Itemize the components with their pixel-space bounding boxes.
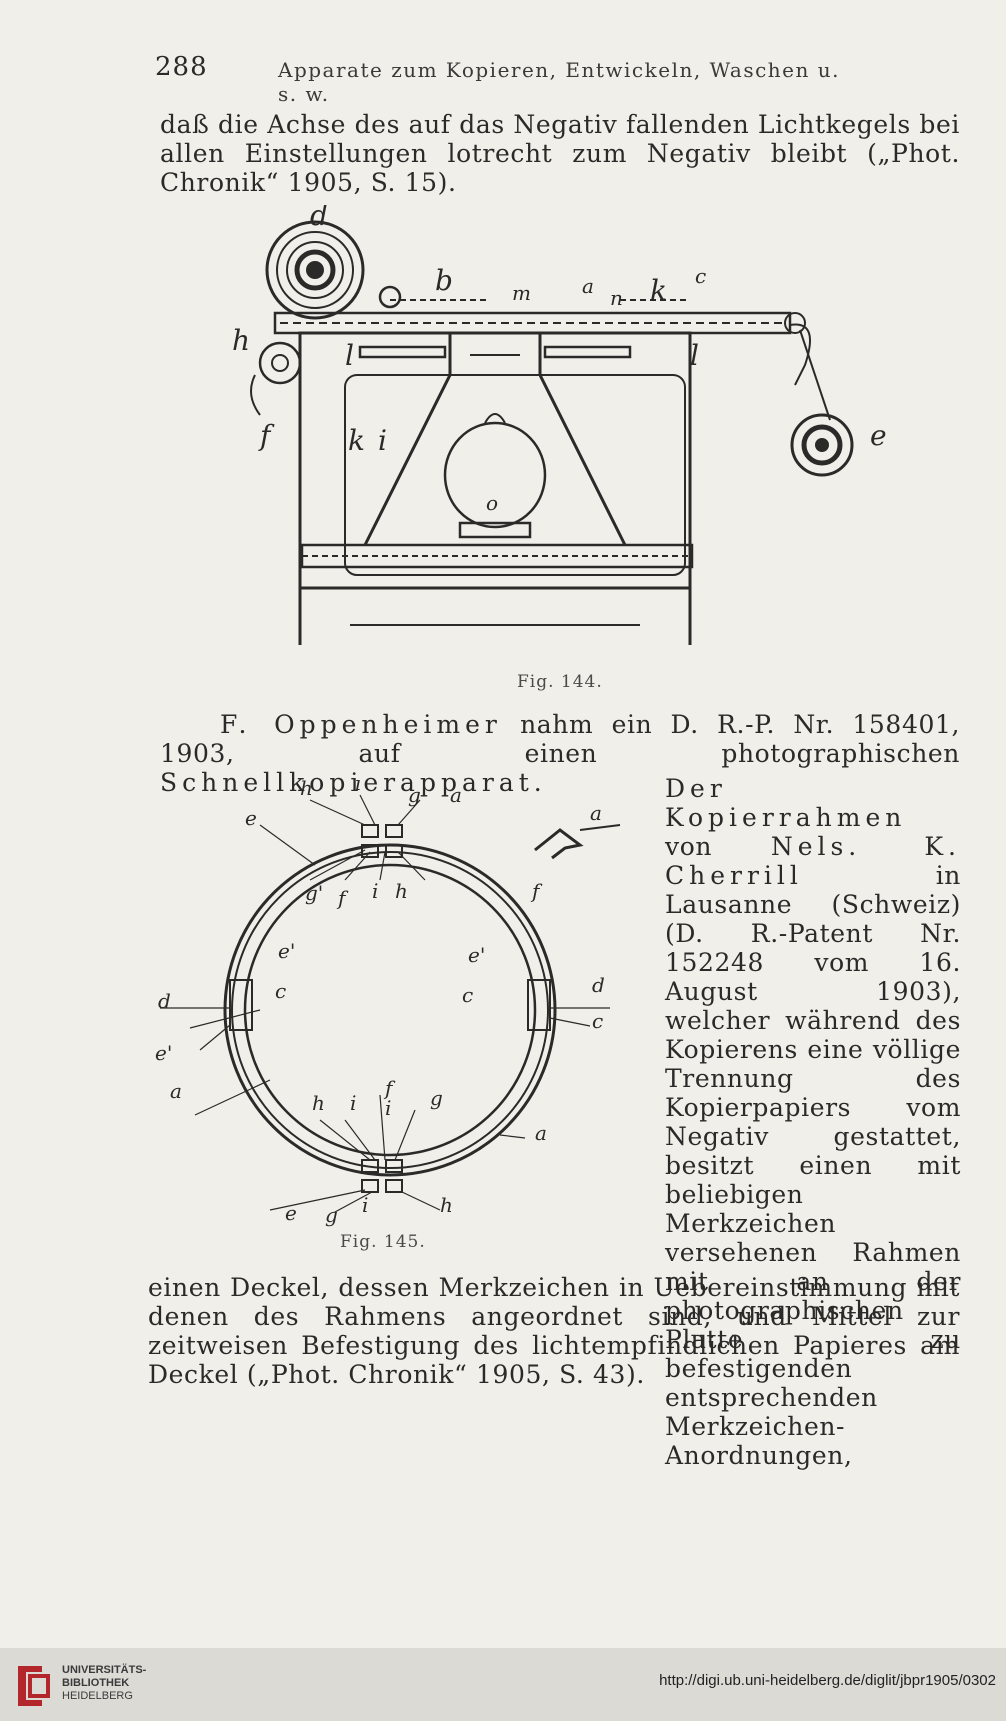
fig145-label-h3: h bbox=[312, 1091, 325, 1115]
fig145-label-i5: i bbox=[362, 1193, 368, 1217]
fig144-label-k: k bbox=[650, 274, 667, 307]
fig145-label-f: f bbox=[336, 886, 349, 910]
roll-d-icon bbox=[265, 220, 365, 320]
fig145-label-f2: f bbox=[530, 879, 543, 903]
fig144-label-m: m bbox=[512, 281, 531, 305]
fig144-label-a: a bbox=[582, 274, 594, 298]
paragraph-2: F. Oppenheimer nahm ein D. R.-P. Nr. 158… bbox=[160, 710, 960, 797]
fig145-label-g3: g bbox=[325, 1203, 338, 1227]
fig145-label-e1: e' bbox=[278, 939, 295, 963]
fig145-label-h: h bbox=[300, 780, 313, 800]
fig145-label-i3: i bbox=[350, 1091, 356, 1115]
figure-144-caption: Fig. 144. bbox=[517, 672, 603, 692]
fig145-label-e2: e' bbox=[468, 943, 485, 967]
roll-e-icon bbox=[790, 413, 854, 477]
fig144-label-k2: k bbox=[348, 424, 365, 457]
paragraph-1: daß die Achse des auf das Negativ fallen… bbox=[160, 110, 960, 197]
term-kopierrahmen: Der Kopierrahmen bbox=[665, 774, 907, 832]
fig144-label-n: n bbox=[610, 286, 623, 310]
paragraph-3-text-b: in Lausanne (Schweiz) (D. R.-Patent Nr. … bbox=[665, 861, 961, 1470]
running-title: Apparate zum Kopieren, Entwickeln, Wasch… bbox=[278, 58, 840, 106]
paragraph-2-end: . bbox=[533, 768, 543, 797]
paragraph-3-text-a: von bbox=[665, 832, 771, 861]
fig144-label-l2: l bbox=[690, 339, 699, 372]
fig145-label-g: g bbox=[408, 783, 421, 807]
footer-bar: UNIVERSITÄTS- BIBLIOTHEK HEIDELBERG http… bbox=[0, 1648, 1006, 1721]
fig145-label-a: a bbox=[450, 783, 462, 807]
fig144-label-l: l bbox=[345, 339, 354, 372]
fig144-label-c: c bbox=[695, 264, 706, 288]
fig145-label-h4: h bbox=[440, 1193, 453, 1217]
fig145-label-e3: e' bbox=[155, 1041, 172, 1065]
fig145-label-i: i bbox=[355, 780, 361, 795]
fig144-label-d: d bbox=[310, 205, 328, 232]
permalink-url[interactable]: http://digi.ub.uni-heidelberg.de/diglit/… bbox=[659, 1672, 996, 1689]
fig144-label-f: f bbox=[258, 419, 275, 452]
fig145-label-h2: h bbox=[395, 879, 408, 903]
fig144-label-b: b bbox=[435, 264, 453, 297]
fig145-label-i4: i bbox=[385, 1096, 391, 1120]
library-logo-icon[interactable] bbox=[12, 1662, 54, 1710]
fig145-label-i2: i bbox=[372, 879, 378, 903]
person-name-cherrill: Nels. K. Cherrill bbox=[665, 832, 962, 890]
fig145-label-c: c bbox=[275, 979, 286, 1003]
page-number: 288 bbox=[155, 52, 208, 82]
fig145-label-d2: d bbox=[592, 973, 605, 997]
fig145-label-e: e bbox=[245, 806, 257, 830]
paragraph-3: Der Kopierrahmen von Nels. K. Cherrill i… bbox=[665, 774, 961, 1470]
library-line-2: BIBLIOTHEK bbox=[62, 1677, 130, 1689]
fig145-label-a4: a bbox=[535, 1121, 547, 1145]
figure-145-caption: Fig. 145. bbox=[340, 1232, 426, 1252]
paragraph-4: einen Deckel, dessen Merkzeichen in Uebe… bbox=[148, 1273, 960, 1389]
page-header: 288 Apparate zum Kopieren, Entwickeln, W… bbox=[155, 52, 865, 106]
fig145-label-c3: c bbox=[592, 1009, 603, 1033]
term-schnellkopierapparat: Schnellkopierapparat bbox=[160, 768, 534, 797]
fig145-label-d: d bbox=[158, 989, 171, 1013]
fig145-label-a2: a bbox=[590, 801, 602, 825]
library-name: UNIVERSITÄTS- BIBLIOTHEK HEIDELBERG bbox=[62, 1664, 146, 1703]
paragraph-2-text: nahm ein D. R.-P. Nr. 158401, 1903, auf … bbox=[160, 710, 961, 768]
fig145-label-g2: g bbox=[430, 1086, 443, 1110]
fig144-label-e: e bbox=[870, 419, 887, 452]
figure-145-diagram: h i g a e a g' f i h f e' e' d c c d c e… bbox=[155, 780, 621, 1227]
fig145-label-c2: c bbox=[462, 983, 473, 1007]
fig145-label-a3: a bbox=[170, 1079, 182, 1103]
fig144-label-h: h bbox=[232, 324, 250, 357]
person-name-oppenheimer: F. Oppenheimer bbox=[220, 710, 502, 739]
library-line-3: HEIDELBERG bbox=[62, 1690, 133, 1702]
fig144-label-o: o bbox=[486, 491, 498, 515]
fig145-label-e4: e bbox=[285, 1201, 297, 1225]
book-page: 288 Apparate zum Kopieren, Entwickeln, W… bbox=[148, 52, 961, 1470]
fig144-label-i: i bbox=[378, 424, 387, 457]
library-line-1: UNIVERSITÄTS- bbox=[62, 1664, 147, 1676]
fig145-label-g1: g' bbox=[305, 881, 323, 905]
figure-144-diagram: d b m a n k c h l l k i f o e bbox=[232, 205, 887, 645]
